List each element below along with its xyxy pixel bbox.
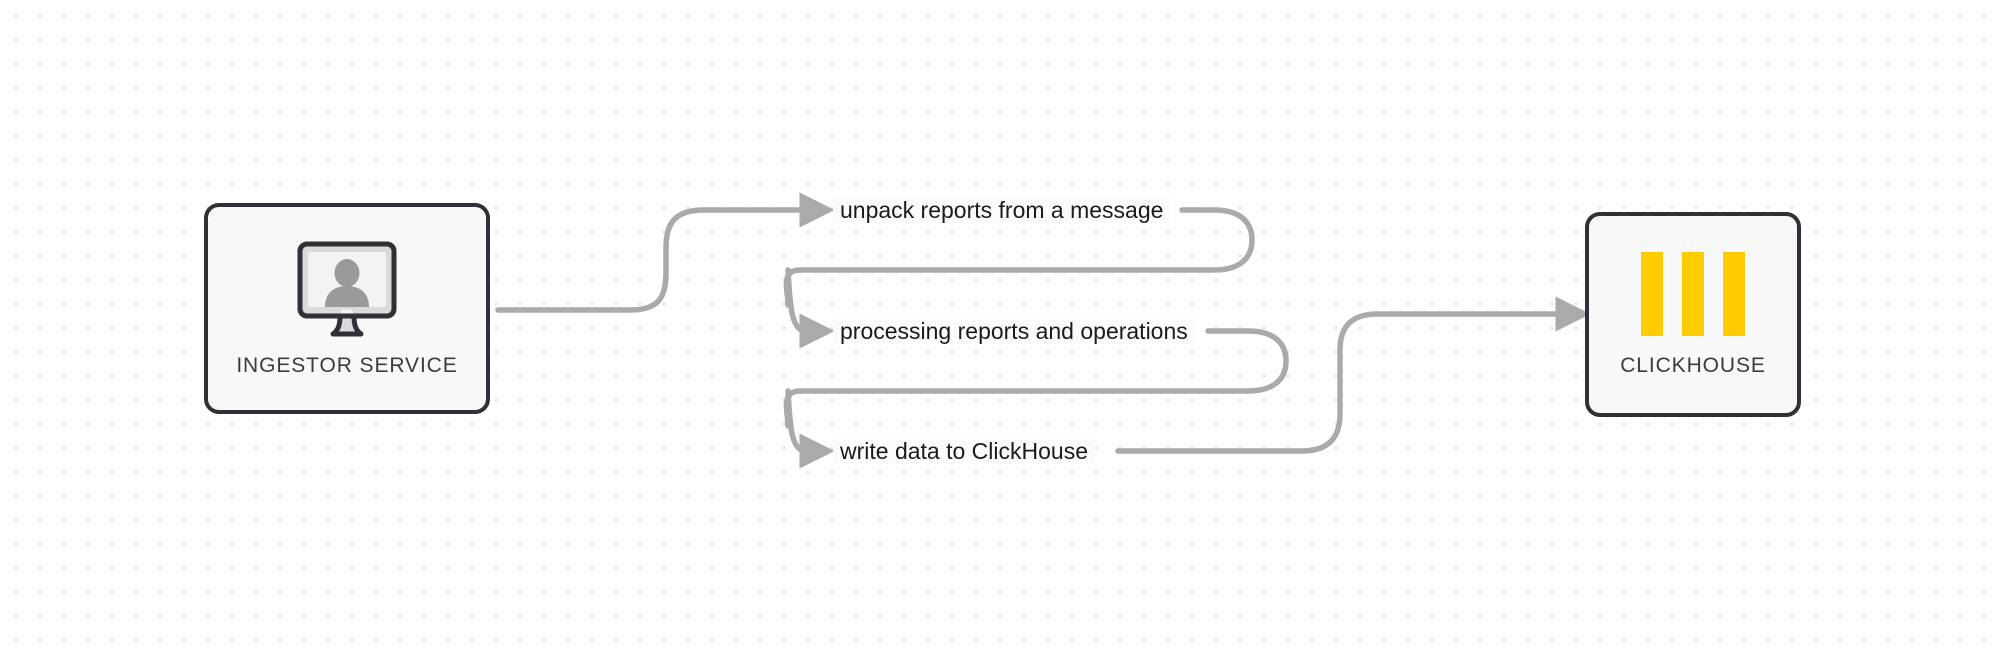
node-clickhouse[interactable]: CLICKHOUSE <box>1585 212 1801 417</box>
node-clickhouse-label: CLICKHOUSE <box>1620 353 1766 377</box>
clickhouse-bar-3 <box>1723 251 1745 336</box>
clickhouse-bar-2 <box>1682 251 1704 336</box>
node-ingestor-service-label: INGESTOR SERVICE <box>236 353 458 377</box>
edge-step2-to-step3 <box>785 388 835 469</box>
edge-label-step-3: write data to ClickHouse <box>833 438 1095 464</box>
edge-step1-to-step2 <box>785 267 835 349</box>
edge-ingestor-to-step1 <box>495 192 835 313</box>
edge-label-step-1: unpack reports from a message <box>833 197 1171 223</box>
monitor-user-icon <box>291 240 403 338</box>
clickhouse-bars-icon <box>1641 251 1745 336</box>
edge-label-step-2: processing reports and operations <box>833 318 1195 344</box>
edge-step2-return <box>783 328 1289 429</box>
edge-step1-return <box>783 207 1255 308</box>
node-ingestor-service[interactable]: INGESTOR SERVICE <box>204 203 490 414</box>
clickhouse-bar-1 <box>1641 251 1663 336</box>
